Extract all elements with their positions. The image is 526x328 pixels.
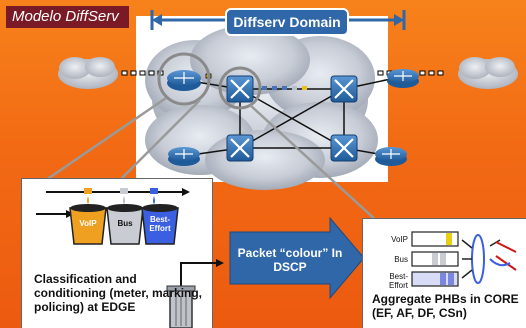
slide-title: Modelo DiffServ: [6, 6, 129, 28]
core-queues: [411, 231, 459, 287]
best-effort-bucket-label: Best- Effort: [149, 215, 171, 233]
packet-colour-arrow: [229, 216, 365, 300]
core-description: Aggregate PHBs in CORE (EF, AF, DF, CSn): [372, 292, 519, 320]
trash-bin-icon: [166, 285, 196, 328]
zoom-lines: [45, 96, 379, 223]
voip-bucket-label: VoIP: [79, 219, 97, 228]
core-queue-voip-label: VoIP: [391, 235, 408, 244]
domain-span-arrow: [150, 10, 406, 30]
edge-router-icon: [168, 147, 200, 166]
core-switch-icon: [226, 75, 254, 103]
edge-description: Classification and conditioning (meter, …: [34, 272, 203, 314]
core-switch-icon: [226, 134, 254, 162]
input-stream: [36, 188, 190, 218]
edge-router-icon: [387, 69, 419, 88]
best-effort-bucket: [141, 204, 179, 245]
bus-bucket: [106, 204, 144, 245]
core-switch-icon: [330, 134, 358, 162]
bus-bucket-label: Bus: [117, 219, 133, 228]
edge-router-icon: [375, 147, 407, 166]
edge-router-icon: [167, 70, 201, 91]
external-cloud-right: [458, 57, 518, 89]
core-highlight-circle: [218, 66, 262, 110]
classify-drops: [87, 196, 155, 204]
diffserv-domain-label: Diffserv Domain: [225, 8, 349, 36]
arrow-caption: Packet “colour” In DSCP: [237, 246, 343, 274]
voip-bucket: [69, 204, 107, 245]
external-cloud-left: [58, 57, 118, 89]
edge-highlight-circle: [157, 52, 211, 106]
core-queue-best-effort-label: Best- Effort: [389, 272, 408, 290]
core-queue-bus-label: Bus: [394, 255, 408, 264]
core-switch-icon: [330, 75, 358, 103]
scheduler-icon: [461, 234, 517, 284]
